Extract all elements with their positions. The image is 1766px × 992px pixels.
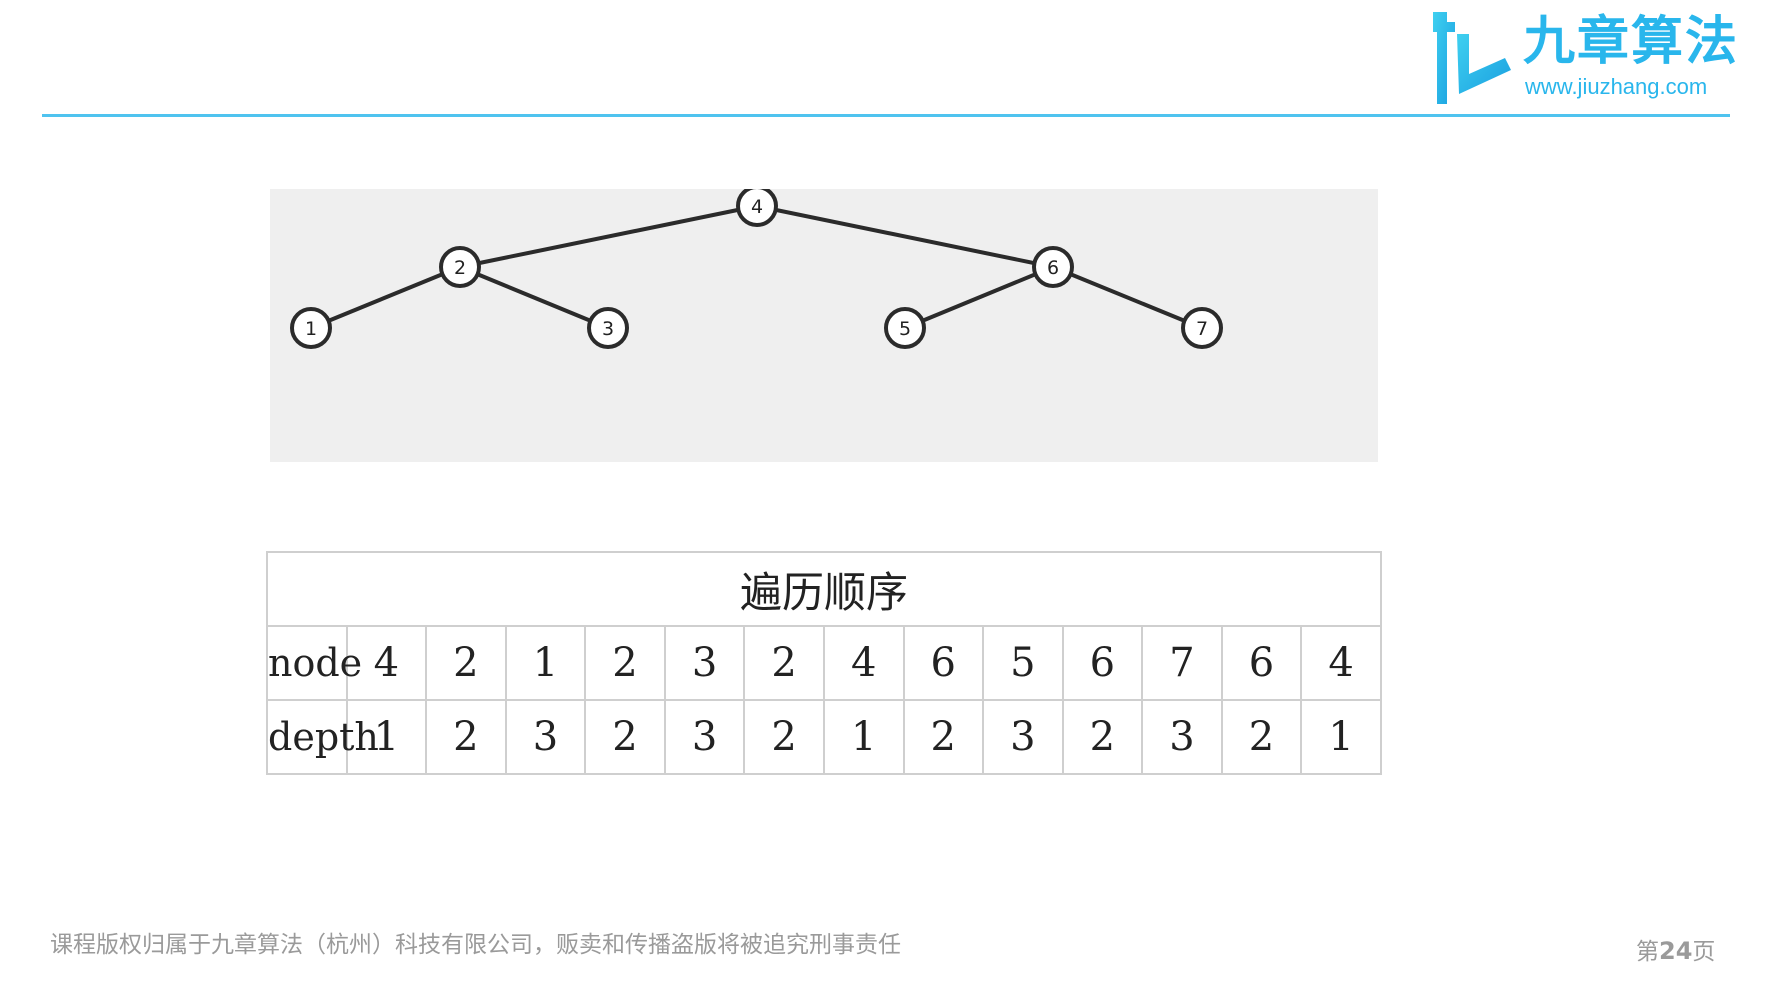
- tree-edge-6-7: [1052, 265, 1203, 330]
- tree-node-circle: [736, 189, 778, 227]
- tree-node-label: 4: [751, 196, 763, 218]
- tree-node-7: 7: [1181, 307, 1223, 349]
- logo-title: 九章算法: [1523, 12, 1740, 72]
- depth-value-cell: 1: [822, 699, 905, 775]
- jiuzhang-logo: 九章算法 www.jiuzhang.com: [1425, 8, 1737, 108]
- tree-node-label: 5: [899, 318, 911, 340]
- binary-tree-figure: 4 2 6 1 3 5 7: [270, 189, 1378, 462]
- depth-value-cell: 2: [902, 699, 985, 775]
- page-suffix: 页: [1692, 939, 1716, 965]
- table-title: 遍历顺序: [266, 551, 1382, 627]
- node-value-cell: 3: [663, 625, 746, 701]
- tree-edge-2-1: [310, 265, 461, 330]
- tree-node-label: 3: [602, 318, 614, 340]
- tree-node-label: 1: [305, 318, 317, 340]
- page-number-value: 24: [1659, 937, 1693, 965]
- tree-edge-2-3: [459, 265, 609, 330]
- depth-value-cell: 3: [1141, 699, 1223, 775]
- tree-edge-4-6: [756, 204, 1054, 269]
- tree-node-3: 3: [587, 307, 629, 349]
- depth-value-cell: 2: [743, 699, 825, 775]
- tree-node-circle: [439, 246, 481, 288]
- node-value-cell: 7: [1141, 625, 1223, 701]
- tree-node-circle: [1032, 246, 1074, 288]
- depth-value-cell: 3: [982, 699, 1064, 775]
- depth-value-cell: 1: [1300, 699, 1382, 775]
- jiuzhang-logo-icon: [1433, 12, 1511, 104]
- tree-node-circle: [290, 307, 332, 349]
- tree-node-label: 2: [454, 257, 466, 279]
- node-value-cell: 2: [425, 625, 507, 701]
- node-value-cell: 6: [1061, 625, 1144, 701]
- tree-edge-6-5: [904, 265, 1054, 330]
- node-value-cell: 6: [1220, 625, 1303, 701]
- node-row-label: node: [266, 625, 362, 701]
- tree-node-circle: [1181, 307, 1223, 349]
- tree-node-5: 5: [884, 307, 926, 349]
- node-value-cell: 2: [584, 625, 666, 701]
- logo-url: www.jiuzhang.com: [1525, 74, 1708, 99]
- node-value-cell: 4: [1300, 625, 1382, 701]
- node-value-cell: 5: [982, 625, 1064, 701]
- page-number: 第24页: [1636, 932, 1715, 966]
- depth-value-cell: 2: [1220, 699, 1303, 775]
- depth-row-label: depth: [266, 699, 379, 775]
- node-value-cell: 4: [822, 625, 905, 701]
- depth-value-cell: 2: [584, 699, 666, 775]
- page-prefix: 第: [1636, 939, 1659, 965]
- node-value-cell: 1: [504, 625, 587, 701]
- node-value-cell: 4: [345, 625, 428, 701]
- tree-node-circle: [884, 307, 926, 349]
- tree-node-label: 7: [1196, 318, 1208, 340]
- copyright-notice: 课程版权归属于九章算法（杭州）科技有限公司，贩卖和传播盗版将被追究刑事责任: [50, 932, 901, 958]
- tree-edge-4-2: [459, 204, 758, 269]
- tree-node-2: 2: [439, 246, 481, 288]
- binary-tree-svg: 4 2 6 1 3 5 7: [290, 189, 1223, 349]
- depth-value-cell: 1: [345, 699, 428, 775]
- header-divider: [42, 114, 1730, 117]
- depth-value-cell: 3: [504, 699, 587, 775]
- depth-value-cell: 2: [425, 699, 507, 775]
- tree-node-6: 6: [1032, 246, 1074, 288]
- tree-node-label: 6: [1047, 257, 1059, 279]
- tree-node-1: 1: [290, 307, 332, 349]
- tree-node-circle: [587, 307, 629, 349]
- node-value-cell: 6: [902, 625, 985, 701]
- tree-node-4: 4: [736, 189, 778, 227]
- depth-value-cell: 3: [663, 699, 746, 775]
- node-value-cell: 2: [743, 625, 825, 701]
- depth-value-cell: 2: [1061, 699, 1144, 775]
